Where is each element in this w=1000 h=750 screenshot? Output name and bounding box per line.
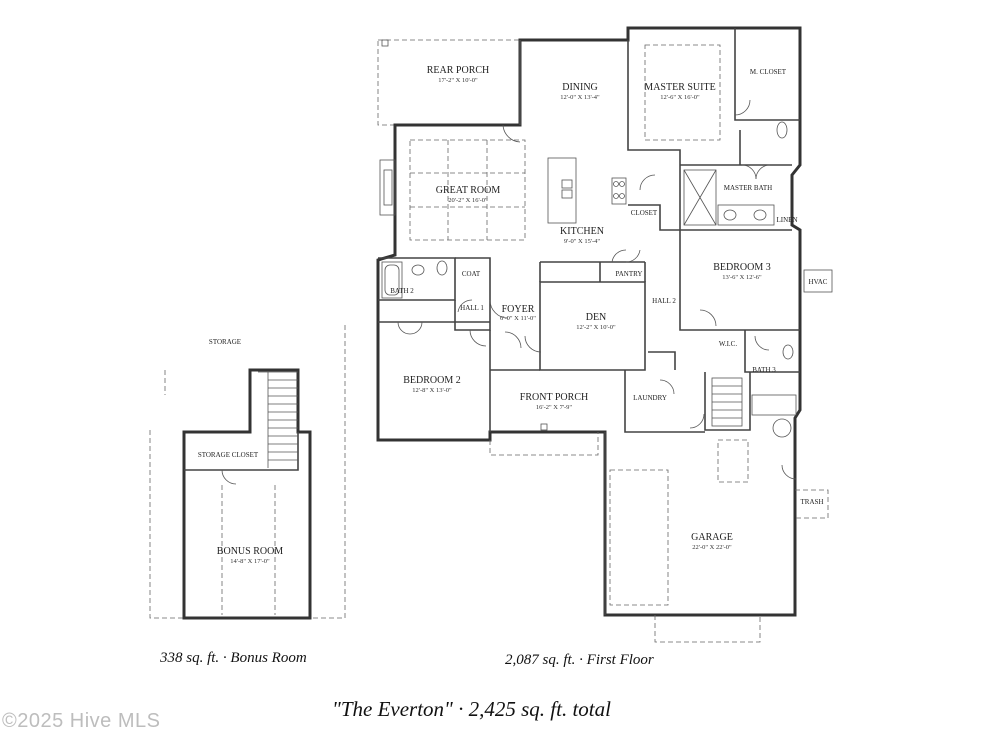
label-pantry: PANTRY [616, 270, 643, 278]
label-hall1: HALL 1 [460, 304, 484, 312]
label-dining: DINING [562, 82, 598, 93]
range [611, 177, 627, 205]
label-laundry: LAUNDRY [633, 394, 667, 402]
label-storage: STORAGE [209, 338, 241, 346]
dims-den: 12'-2" X 10'-0" [576, 324, 616, 331]
garage-storage [717, 439, 749, 483]
first-floor-plan: REAR PORCH 17'-2" X 10'-0" DINING 12'-0"… [376, 26, 833, 643]
dims-bonus-room: 14'-8" X 17'-0" [230, 558, 270, 565]
dims-great-room: 20'-2" X 16'-0" [448, 197, 488, 204]
label-bedroom2: BEDROOM 2 [403, 375, 461, 386]
door-swings [397, 99, 797, 480]
label-foyer: FOYER [502, 304, 535, 315]
label-m-closet: M. CLOSET [750, 68, 787, 76]
label-den: DEN [586, 312, 607, 323]
master-toilet [776, 121, 788, 139]
water-heater [772, 418, 792, 438]
front-porch-steps [489, 432, 599, 456]
bath2-toilet [436, 260, 448, 276]
great-room-ceiling [409, 139, 526, 241]
label-master-bath: MASTER BATH [724, 184, 772, 192]
garage-parking-left [609, 469, 669, 606]
label-master-suite: MASTER SUITE [644, 82, 715, 93]
label-trash: TRASH [801, 498, 824, 506]
label-kitchen: KITCHEN [560, 226, 604, 237]
label-closet: CLOSET [631, 209, 658, 217]
storage-outline-left [149, 370, 184, 619]
dims-rear-porch: 17'-2" X 10'-0" [438, 77, 478, 84]
rear-porch-post [381, 39, 389, 47]
label-bedroom3: BEDROOM 3 [713, 262, 771, 273]
stairs [711, 377, 743, 427]
dims-master-suite: 12'-6" X 16'-0" [660, 94, 700, 101]
bath3-toilet [782, 344, 794, 360]
caption-total: "The Everton" · 2,425 sq. ft. total [332, 697, 611, 721]
garage-apron [654, 615, 761, 643]
label-bonus-room: BONUS ROOM [217, 546, 284, 557]
caption-first-floor: 2,087 sq. ft. · First Floor [505, 652, 654, 668]
master-suite-ceiling [644, 44, 721, 141]
label-storage-closet: STORAGE CLOSET [198, 451, 259, 459]
caption-bonus-room: 338 sq. ft. · Bonus Room [160, 650, 307, 666]
dims-dining: 12'-0" X 13'-4" [560, 94, 600, 101]
dims-front-porch: 16'-2" X 7'-9" [536, 404, 573, 411]
dims-bedroom3: 13'-6" X 12'-6" [722, 274, 762, 281]
label-linen: LINEN [777, 216, 798, 224]
label-bath3: BATH 3 [752, 366, 776, 374]
bath2-sink [411, 264, 425, 276]
label-wic: W.I.C. [719, 340, 737, 348]
fireplace [379, 159, 396, 216]
bonus-door-swing [221, 469, 237, 485]
watermark: ©2025 Hive MLS [2, 710, 161, 732]
bonus-floor-plan: STORAGE STORAGE CLOSET BONUS ROOM 14'-8"… [149, 325, 346, 620]
label-hvac: HVAC [809, 278, 828, 286]
shower [683, 169, 717, 226]
hvac-unit [803, 269, 833, 293]
dims-bedroom2: 12'-8" X 13'-0" [412, 387, 452, 394]
label-bath2: BATH 2 [390, 287, 414, 295]
bonus-stairs [258, 371, 298, 468]
label-great-room: GREAT ROOM [436, 185, 501, 196]
exterior-walls [376, 26, 802, 617]
dims-foyer: 6'-0" X 11'-0" [500, 315, 536, 322]
label-front-porch: FRONT PORCH [520, 392, 588, 403]
trash-enclosure [795, 489, 829, 519]
storage-outline-right [310, 325, 346, 619]
dims-kitchen: 9'-0" X 15'-4" [564, 238, 601, 245]
bath3-tub [751, 394, 797, 416]
label-coat: COAT [462, 270, 481, 278]
bonus-exterior-walls [182, 368, 312, 620]
interior-walls [378, 28, 800, 615]
label-hall2: HALL 2 [652, 297, 676, 305]
label-rear-porch: REAR PORCH [427, 65, 490, 76]
label-garage: GARAGE [691, 532, 733, 543]
bath2-tub [381, 261, 403, 299]
dims-garage: 22'-0" X 22'-0" [692, 544, 732, 551]
